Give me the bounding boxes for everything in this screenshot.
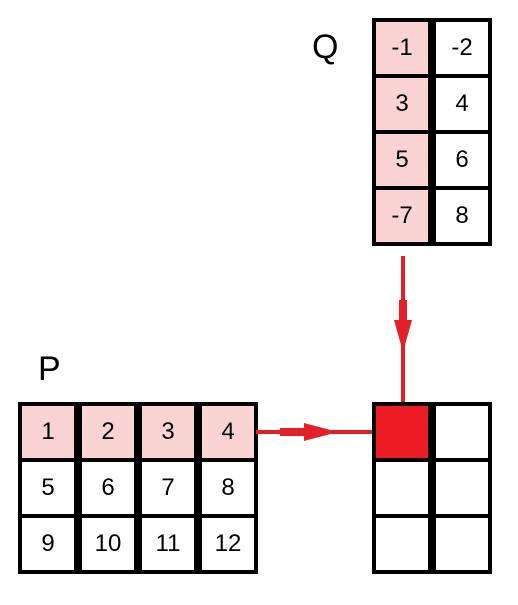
matrix-r-cell-r2c0	[372, 514, 432, 574]
arrow-q-head	[394, 320, 412, 352]
matrix-p-cell-r2c1: 10	[78, 514, 138, 574]
matrix-q-cell-r1c0: 3	[372, 74, 432, 134]
matrix-r-cell-r2c1	[432, 514, 492, 574]
matrix-q-cell-r0c1: -2	[432, 18, 492, 78]
matrix-r-cell-r1c1	[432, 458, 492, 518]
matrix-p-cell-r2c2: 11	[138, 514, 198, 574]
matrix-q-cell-r3c0: -7	[372, 186, 432, 246]
matrix-q-label: Q	[312, 28, 339, 66]
matrix-p-cell-r2c3: 12	[198, 514, 258, 574]
arrow-p-shaft-thick	[280, 428, 306, 436]
matrix-p-cell-r2c0: 9	[18, 514, 78, 574]
matrix-p-cell-r1c0: 5	[18, 458, 78, 518]
matrix-q-cell-r3c1: 8	[432, 186, 492, 246]
arrow-q-shaft-thick	[399, 300, 407, 322]
matrix-p-cell-r0c2: 3	[138, 402, 198, 462]
matrix-p-cell-r1c3: 8	[198, 458, 258, 518]
matrix-result	[372, 402, 492, 574]
matrix-p-label: P	[38, 350, 61, 388]
arrow-p-head	[304, 423, 338, 441]
matrix-p-cell-r1c2: 7	[138, 458, 198, 518]
matrix-q-cell-r2c1: 6	[432, 130, 492, 190]
matrix-p-cell-r0c1: 2	[78, 402, 138, 462]
